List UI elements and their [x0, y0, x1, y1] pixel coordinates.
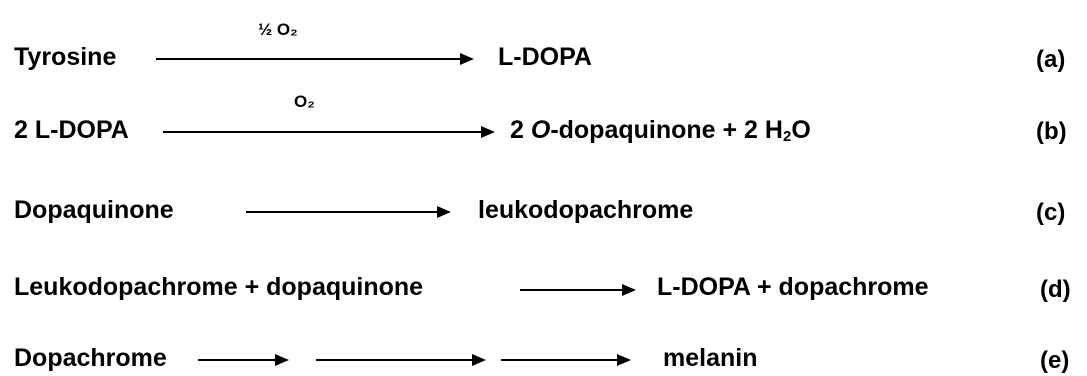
reaction-arrow	[198, 352, 291, 368]
product-l-dopa: L-DOPA	[498, 43, 592, 71]
reaction-arrow	[163, 124, 497, 140]
reaction-arrow	[156, 51, 476, 67]
reactant-dopachrome: Dopachrome	[14, 344, 167, 372]
condition-half-oxygen: ½ O₂	[258, 20, 298, 39]
reactant-2-l-dopa: 2 L-DOPA	[14, 116, 129, 144]
product-subscript: 2	[782, 128, 792, 145]
product-melanin: melanin	[663, 344, 758, 372]
reaction-arrow	[316, 352, 488, 368]
reaction-label-b: (b)	[1036, 118, 1067, 145]
product-leukodopachrome: leukodopachrome	[478, 196, 694, 224]
reaction-arrow	[246, 204, 453, 220]
reaction-label-e: (e)	[1040, 347, 1070, 374]
product-mid: -dopaquinone + 2 H	[550, 116, 783, 144]
reaction-arrow	[501, 352, 633, 368]
reaction-arrow	[520, 282, 638, 298]
products-l-dopa-dopachrome: L-DOPA + dopachrome	[657, 273, 929, 301]
condition-oxygen: O₂	[294, 92, 315, 111]
product-prefix: 2	[510, 116, 531, 144]
reactants-leukodopachrome-dopaquinone: Leukodopachrome + dopaquinone	[14, 273, 424, 301]
reactant-tyrosine: Tyrosine	[14, 43, 117, 71]
product-suffix: O	[791, 116, 811, 144]
reactant-dopaquinone: Dopaquinone	[14, 196, 174, 224]
reaction-label-c: (c)	[1036, 199, 1066, 226]
reaction-label-a: (a)	[1036, 46, 1066, 73]
product-dopaquinone-water: 2 O-dopaquinone + 2 H2O	[510, 115, 811, 145]
reaction-label-d: (d)	[1040, 276, 1071, 303]
product-italic-o: O	[530, 116, 551, 144]
